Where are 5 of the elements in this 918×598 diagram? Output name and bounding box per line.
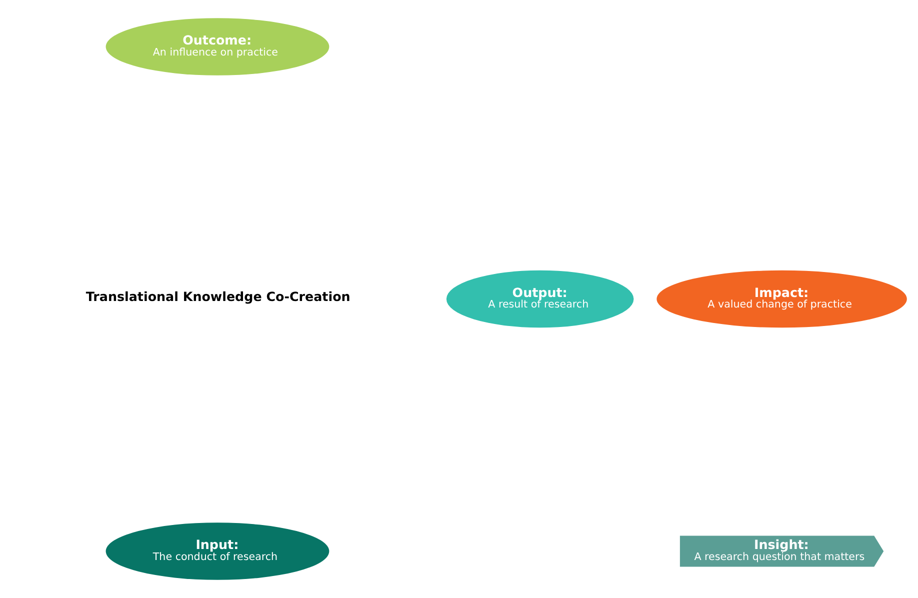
- node-ellipse: Output: A result of research: [446, 270, 634, 328]
- node-ellipse: Outcome: An influence on practice: [106, 18, 330, 76]
- node-text: Translational Knowledge Co-Creation: [86, 289, 350, 304]
- node-ellipse: Input: The conduct of research: [106, 522, 330, 580]
- node-ellipse: Impact: A valued change of practice: [656, 270, 907, 328]
